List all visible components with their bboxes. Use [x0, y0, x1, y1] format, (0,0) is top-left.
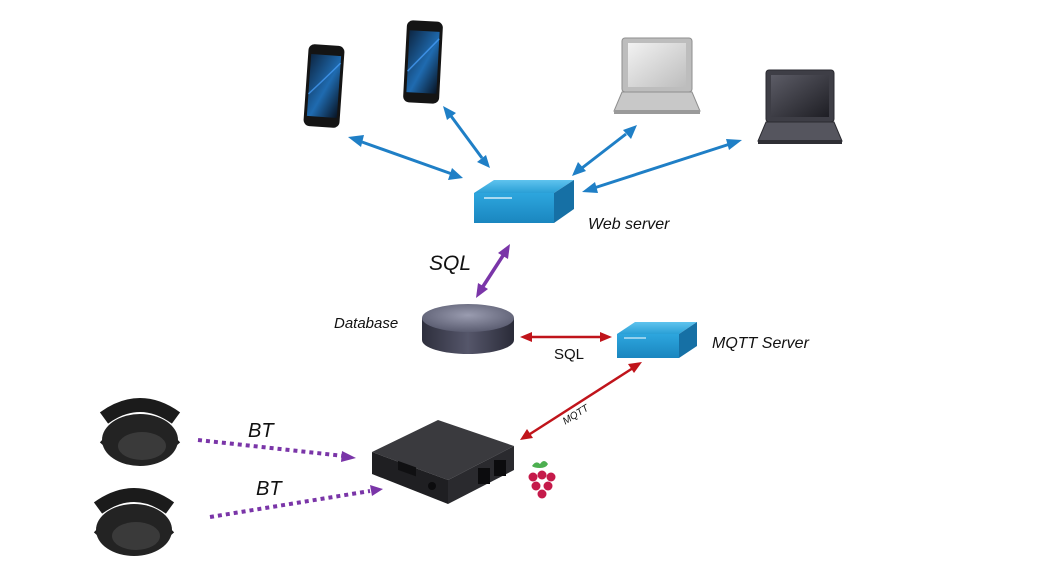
wristband-icon — [99, 398, 181, 466]
laptop-icon — [613, 37, 701, 114]
arrowhead — [370, 485, 383, 496]
link-phone1-webserver — [361, 140, 453, 176]
web-server-label: Web server — [588, 216, 670, 233]
arrowhead — [582, 182, 598, 193]
arrowhead — [623, 125, 637, 139]
arrowhead — [600, 332, 612, 342]
database-label: Database — [334, 315, 399, 332]
arrowhead — [348, 135, 364, 147]
arrowhead — [477, 155, 490, 168]
link-phone2-webserver — [449, 115, 484, 159]
connection-arrows — [197, 106, 742, 519]
link-band2-raspberrypi — [209, 489, 371, 519]
smartphone-icon — [303, 44, 345, 128]
arrowhead — [572, 162, 586, 176]
arrowhead — [443, 106, 456, 120]
link-laptop1-webserver — [581, 132, 627, 170]
mqtt-server-icon — [617, 322, 697, 358]
bt-label-band2: BT — [256, 478, 282, 500]
link-band1-raspberrypi — [197, 438, 345, 458]
arrowhead — [520, 332, 532, 342]
arrowhead — [498, 244, 510, 259]
sql-label-database-mqtt: SQL — [554, 346, 585, 363]
link-webserver-database — [480, 253, 506, 289]
database-icon — [422, 304, 514, 354]
link-mqtt-raspberrypi — [529, 366, 634, 436]
raspberry-pi-case-icon — [372, 420, 514, 504]
mqtt-server-label: MQTT Server — [712, 335, 809, 352]
arrowhead — [448, 168, 463, 180]
raspberry-icon — [528, 461, 556, 499]
web-server-icon — [474, 180, 574, 223]
arrowhead — [520, 429, 533, 440]
wristband-icon — [93, 488, 175, 556]
arrowhead — [341, 451, 356, 462]
link-laptop2-webserver — [593, 142, 731, 190]
sql-label-webserver-database: SQL — [429, 252, 472, 275]
bt-label-band1: BT — [248, 420, 274, 442]
arrowhead — [726, 139, 742, 150]
smartphone-icon — [403, 20, 443, 104]
laptop-icon — [757, 69, 843, 144]
arrowhead — [476, 283, 488, 298]
arrowhead — [628, 362, 642, 373]
